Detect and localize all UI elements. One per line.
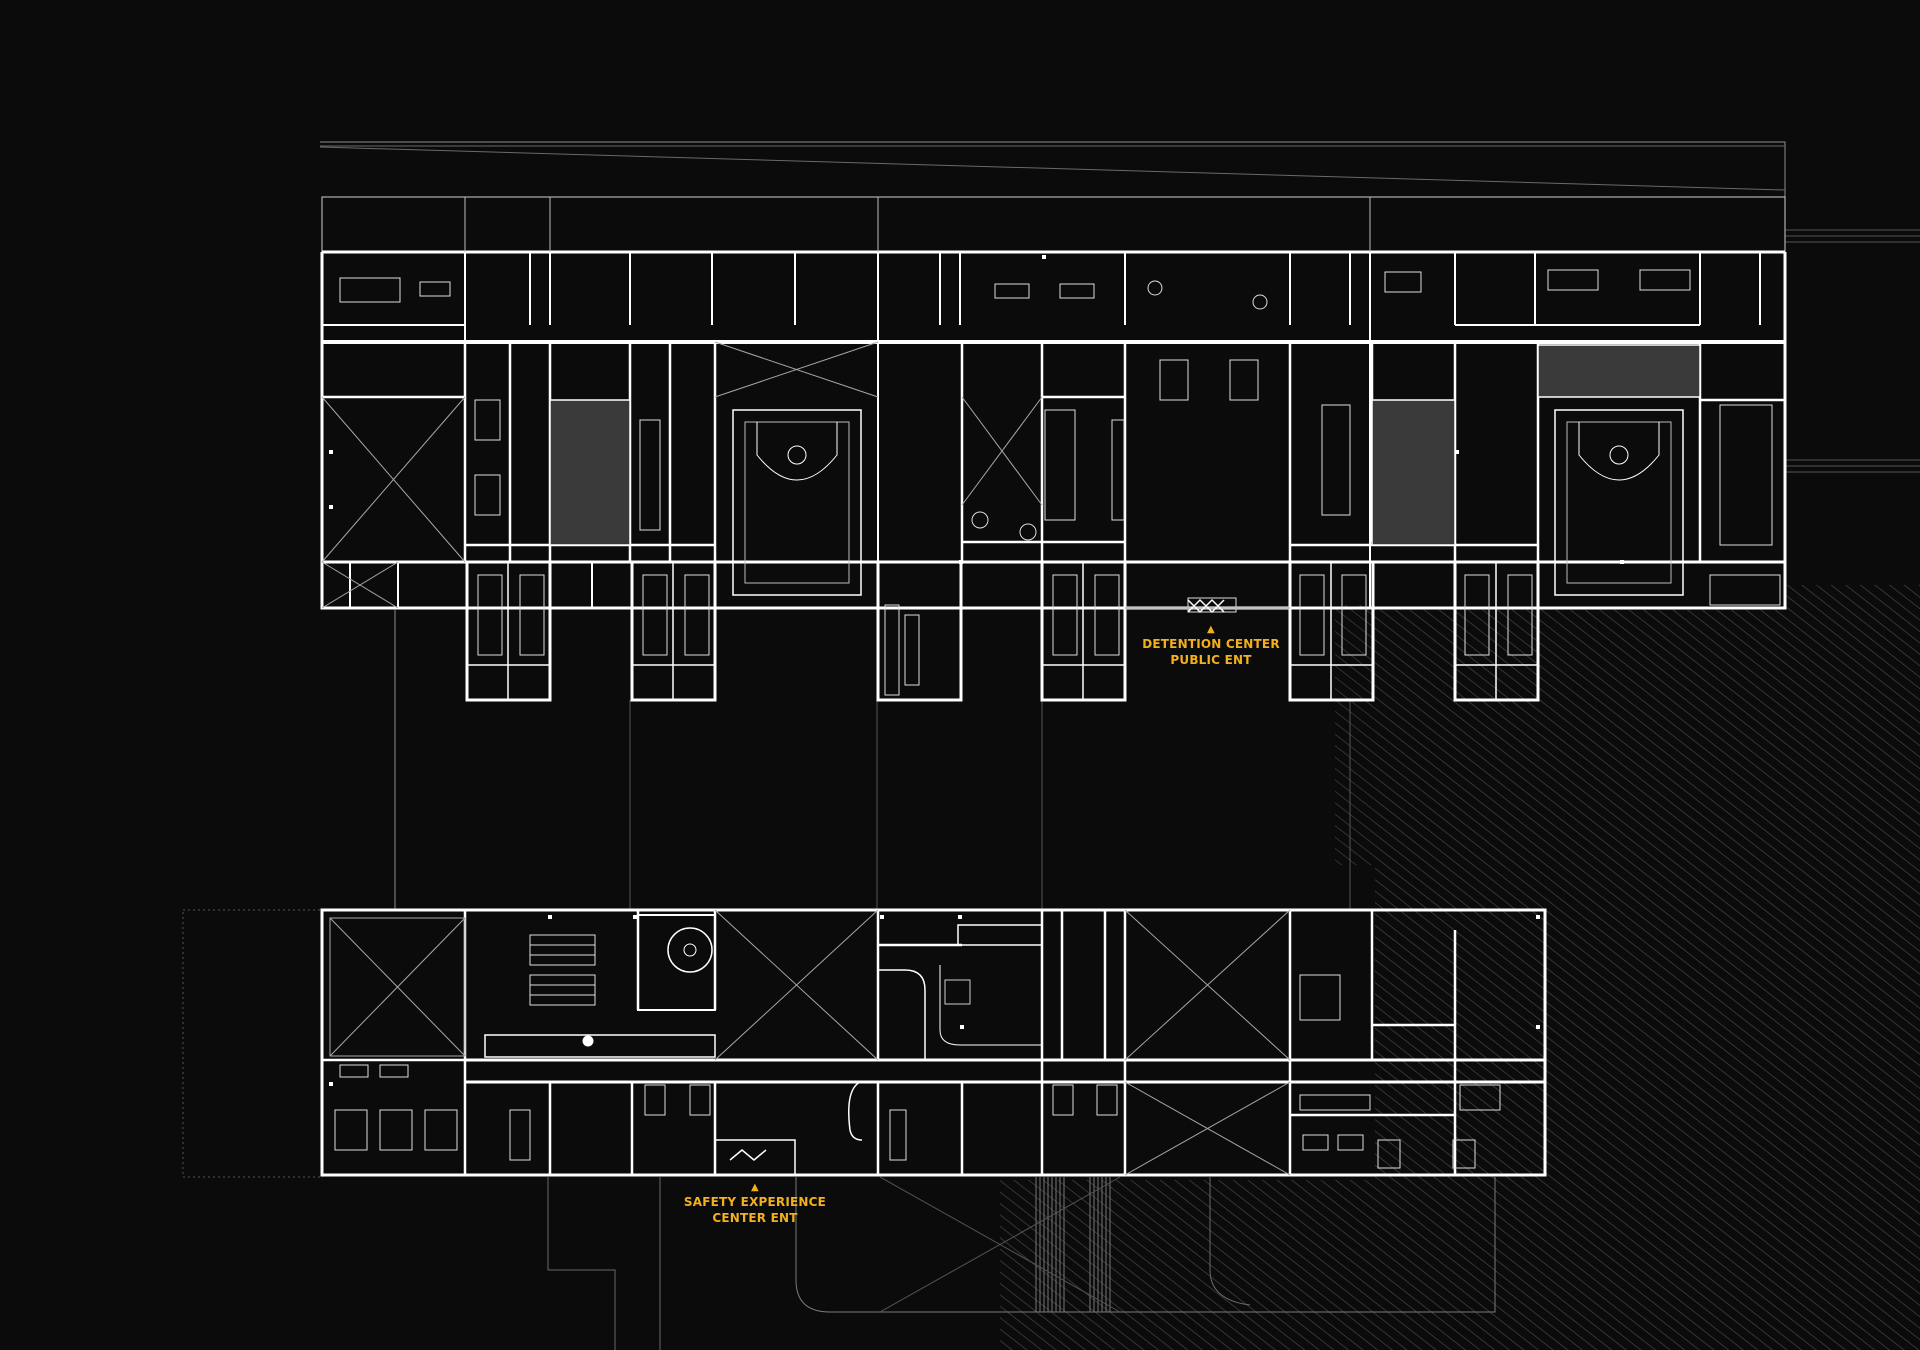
column-markers [329, 255, 1624, 1086]
upper-furniture [339, 269, 1781, 696]
basketball-court-right [1554, 409, 1684, 596]
upper-building [320, 196, 1787, 702]
safety-experience-center-entrance-label: ▲ SAFETY EXPERIENCE CENTER ENT [670, 1182, 840, 1226]
safety-label-line1: SAFETY EXPERIENCE [683, 1195, 827, 1209]
safety-label-line2: CENTER ENT [712, 1211, 798, 1225]
detention-label-line1: DETENTION CENTER [1142, 637, 1280, 651]
lower-building [320, 908, 1547, 1177]
vertical-stripes [1335, 605, 1375, 865]
site-hatch-area [1000, 585, 1920, 1350]
stair-stripes [879, 1176, 1121, 1313]
context-lines [182, 141, 1920, 1350]
entrance-marker-icon: ▲ [751, 1182, 759, 1193]
detention-center-entrance-label: ▲ DETENTION CENTER PUBLIC ENT [1126, 624, 1296, 668]
entrance-marker-icon: ▲ [1207, 624, 1215, 635]
basketball-court-left [732, 409, 862, 596]
detention-label-line2: PUBLIC ENT [1170, 653, 1252, 667]
detention-entrance-door [1125, 598, 1290, 614]
